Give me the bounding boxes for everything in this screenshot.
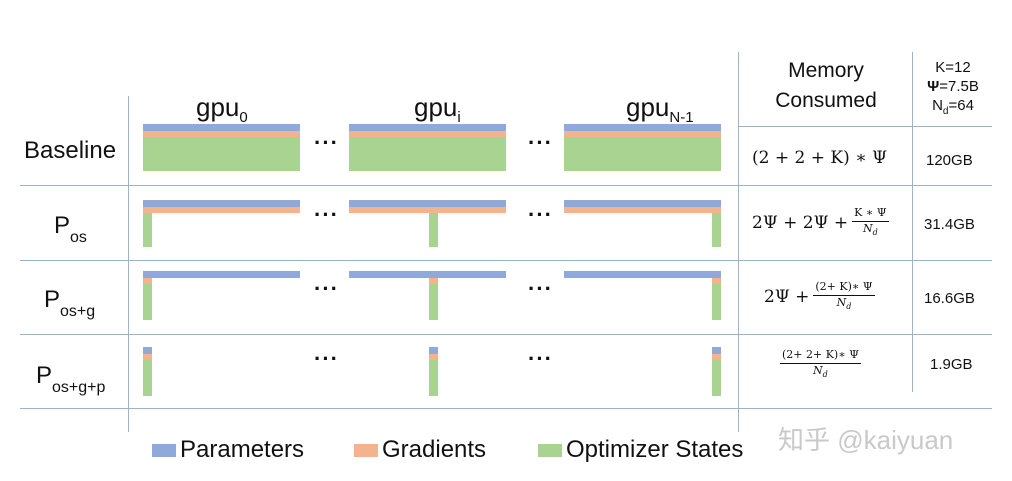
- legend-optimizer-states: Optimizer States: [538, 436, 743, 464]
- bar-posgp-gpun-parameters: [712, 347, 721, 354]
- grid-row-separator-2: [20, 260, 992, 261]
- bar-posgp-gpui-optimizer: [429, 360, 438, 396]
- bar-posg-gpun-parameters: [564, 271, 721, 278]
- bar-baseline-gpun-parameters: [564, 124, 721, 131]
- ellipsis-row4-b: ···: [528, 346, 553, 371]
- ellipsis-row4-a: ···: [314, 346, 339, 371]
- bar-pos-gpu0-optimizer: [143, 213, 152, 247]
- result-pos: 31.4GB: [924, 216, 975, 233]
- ellipsis-row1-b: ···: [528, 130, 553, 155]
- grid-row-separator-1: [20, 185, 992, 186]
- row-label-posgp: Pos+g+p: [36, 362, 106, 396]
- ellipsis-row1-a: ···: [314, 130, 339, 155]
- bar-baseline-gpu0-parameters: [143, 124, 300, 131]
- result-posgp: 1.9GB: [930, 356, 973, 373]
- bar-posg-gpu0-gradients: [143, 278, 152, 284]
- bar-posg-gpui-parameters: [349, 271, 506, 278]
- bar-baseline-gpu0-optimizer: [143, 137, 300, 171]
- bar-posgp-gpun-gradients: [712, 354, 721, 360]
- legend-gradients: Gradients: [354, 436, 486, 464]
- bar-posg-gpun-optimizer: [712, 284, 721, 320]
- header-gpu-i: gpui: [414, 92, 461, 126]
- row-label-baseline: Baseline: [24, 137, 117, 164]
- legend-swatch-optimizer: [538, 443, 562, 457]
- ellipsis-row3-b: ···: [528, 276, 553, 301]
- bar-baseline-gpui-gradients: [349, 131, 506, 137]
- bar-baseline-gpui-optimizer: [349, 137, 506, 171]
- header-gpu-0: gpu0: [196, 92, 248, 126]
- grid-params-vertical: [912, 52, 913, 392]
- bar-pos-gpun-gradients: [564, 207, 721, 213]
- result-baseline: 120GB: [926, 152, 973, 169]
- bar-posgp-gpu0-parameters: [143, 347, 152, 354]
- bar-posg-gpun-gradients: [712, 278, 721, 284]
- grid-memory-vertical: [738, 52, 739, 432]
- bar-baseline-gpun-optimizer: [564, 137, 721, 171]
- bar-posgp-gpui-parameters: [429, 347, 438, 354]
- watermark: 知乎 @kaiyuan: [778, 425, 954, 455]
- ellipsis-row2-b: ···: [528, 202, 553, 227]
- header-memory-consumed: Memory Consumed: [775, 59, 877, 112]
- row-label-pos: Pos: [54, 212, 87, 246]
- bar-baseline-gpui-parameters: [349, 124, 506, 131]
- bar-pos-gpun-optimizer: [712, 213, 721, 247]
- bar-posg-gpui-optimizer: [429, 284, 438, 320]
- legend-swatch-parameters: [152, 443, 176, 457]
- header-gpu-n-1: gpuN-1: [626, 92, 694, 126]
- bar-pos-gpun-parameters: [564, 200, 721, 207]
- bar-pos-gpu0-parameters: [143, 200, 300, 207]
- bar-pos-gpui-optimizer: [429, 213, 438, 247]
- bar-posg-gpu0-optimizer: [143, 284, 152, 320]
- bar-posgp-gpu0-optimizer: [143, 360, 152, 396]
- grid-header-separator: [738, 126, 992, 127]
- ellipsis-row3-a: ···: [314, 276, 339, 301]
- bar-pos-gpu0-gradients: [143, 207, 300, 213]
- bar-pos-gpui-parameters: [349, 200, 506, 207]
- bar-baseline-gpu0-gradients: [143, 131, 300, 137]
- bar-posgp-gpun-optimizer: [712, 360, 721, 396]
- grid-left-vertical: [128, 96, 129, 432]
- bar-posg-gpui-gradients: [429, 278, 438, 284]
- bar-posgp-gpu0-gradients: [143, 354, 152, 360]
- grid-row-separator-4: [20, 408, 992, 409]
- ellipsis-row2-a: ···: [314, 202, 339, 227]
- legend-swatch-gradients: [354, 443, 378, 457]
- bar-posg-gpu0-parameters: [143, 271, 300, 278]
- row-label-posg: Pos+g: [44, 286, 96, 320]
- header-parameters: K=12 Ψ=7.5B Nd=64: [927, 59, 979, 117]
- bar-baseline-gpun-gradients: [564, 131, 721, 137]
- formula-baseline: (2 + 2 + K) ∗ Ψ: [752, 148, 887, 168]
- bar-pos-gpui-gradients: [349, 207, 506, 213]
- grid-row-separator-3: [20, 334, 992, 335]
- result-posg: 16.6GB: [924, 290, 975, 307]
- bar-posgp-gpui-gradients: [429, 354, 438, 360]
- legend-parameters: Parameters: [152, 436, 304, 464]
